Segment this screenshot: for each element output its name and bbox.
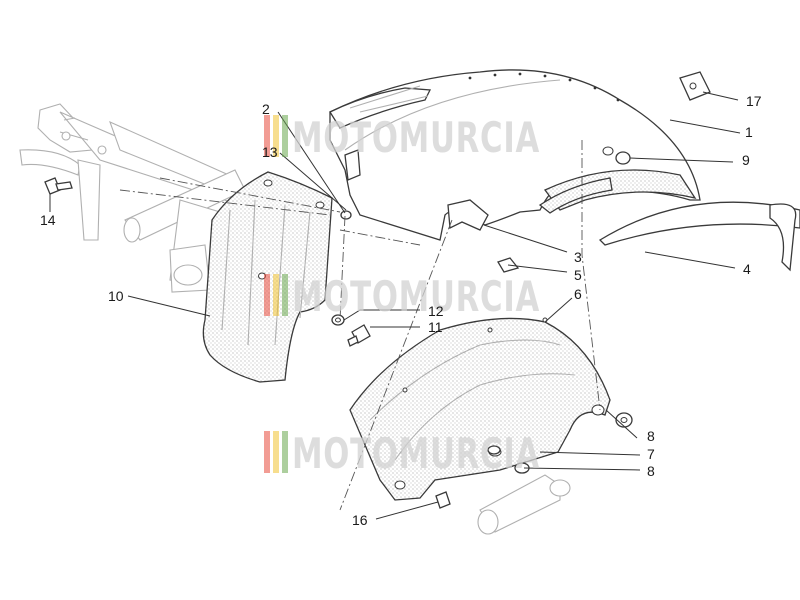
fender-rivet-row xyxy=(468,72,620,102)
callout-2: 2 xyxy=(262,101,270,117)
callout-6: 6 xyxy=(574,286,582,302)
callout-14: 14 xyxy=(40,212,56,228)
watermark-stripe-red xyxy=(264,431,270,473)
screw-part-16 xyxy=(435,491,451,509)
ghost-frame xyxy=(19,103,249,293)
callout-3: 3 xyxy=(574,249,582,265)
watermark-stripe-yellow xyxy=(273,115,279,157)
callout-1: 1 xyxy=(745,124,753,140)
grommet-part-9 xyxy=(615,151,631,165)
assembly-lines xyxy=(119,140,601,511)
nut-part-13 xyxy=(340,210,352,220)
hardware-parts xyxy=(44,71,711,535)
callout-12: 12 xyxy=(428,303,444,319)
watermark-stripe-yellow xyxy=(273,274,279,316)
lower-mudguard-part-6 xyxy=(349,317,611,501)
callout-17: 17 xyxy=(746,93,762,109)
watermark-stripe-green xyxy=(282,115,288,157)
callout-10: 10 xyxy=(108,288,124,304)
callout-labels: 1 2 3 4 5 6 7 8 8 9 10 11 12 13 14 16 17 xyxy=(40,93,762,528)
callout-8-lower: 8 xyxy=(647,463,655,479)
callout-11: 11 xyxy=(428,319,443,335)
callout-4: 4 xyxy=(743,261,751,277)
spacer-part-7 xyxy=(487,445,501,455)
rear-fender-part-1 xyxy=(329,69,701,241)
watermark-stripe-red xyxy=(264,274,270,316)
watermark-middle: MOTOMURCIA xyxy=(264,272,540,321)
callout-8-upper: 8 xyxy=(647,428,655,444)
fender-trim-part-4 xyxy=(598,201,800,272)
watermark-stripe-red xyxy=(264,115,270,157)
callout-13: 13 xyxy=(262,144,278,160)
watermark-text: MOTOMURCIA xyxy=(292,429,540,478)
watermark-stripe-green xyxy=(282,431,288,473)
watermark-text: MOTOMURCIA xyxy=(292,272,540,321)
callout-16: 16 xyxy=(352,512,368,528)
callout-7: 7 xyxy=(647,446,655,462)
callout-9: 9 xyxy=(742,152,750,168)
watermark-stripe-yellow xyxy=(273,431,279,473)
callout-5: 5 xyxy=(574,267,582,283)
watermark-bottom: MOTOMURCIA xyxy=(264,429,540,478)
watermark-stripe-green xyxy=(282,274,288,316)
watermark-top: MOTOMURCIA xyxy=(264,113,540,162)
watermark-text: MOTOMURCIA xyxy=(292,113,540,162)
leader-lines xyxy=(49,91,741,520)
